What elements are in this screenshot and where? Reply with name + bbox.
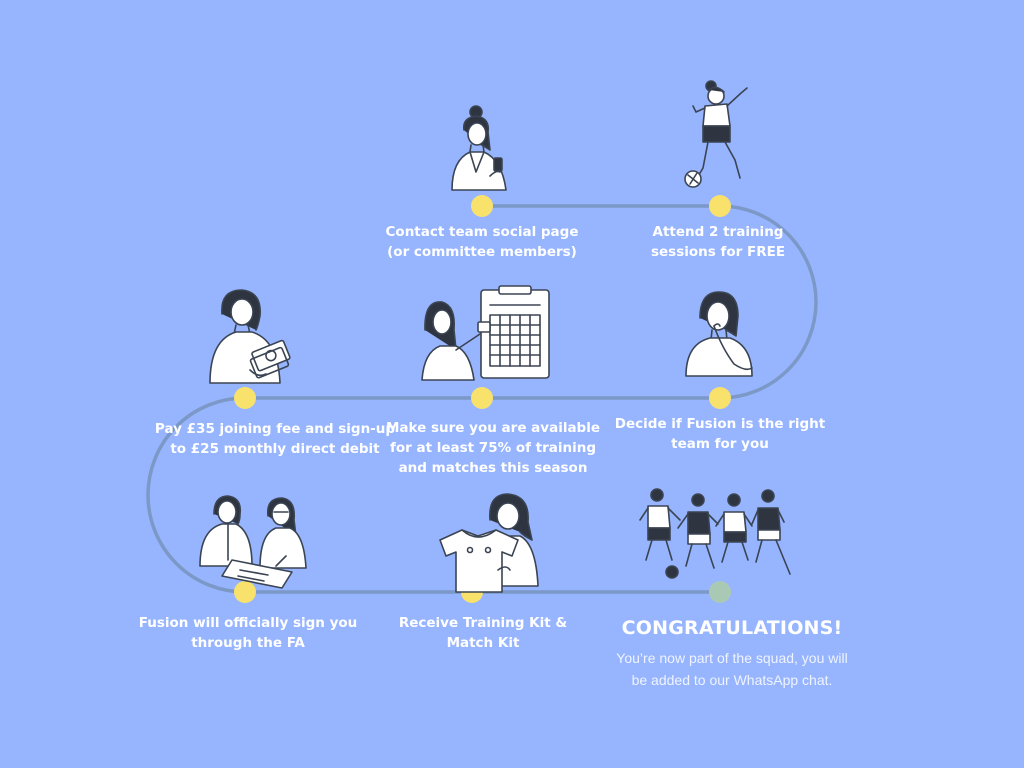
step-label-6: Fusion will officially sign you through … [138, 615, 358, 651]
step-dot-2 [709, 195, 731, 217]
step-dot-3 [709, 387, 731, 409]
girl-kicking-ball-icon [684, 80, 748, 188]
people-signing-document-icon [199, 495, 307, 589]
step-dot-1 [471, 195, 493, 217]
step-label-5: Pay £35 joining fee and sign-up to £25 m… [154, 421, 396, 457]
step-label-7: Receive Training Kit & Match Kit [398, 615, 568, 651]
woman-with-phone-icon [451, 105, 507, 191]
congratulations-title: CONGRATULATIONS! [621, 617, 843, 639]
step-label-2: Attend 2 training sessions for FREE [650, 224, 786, 260]
congratulations-message: You’re now part of the squad, you will b… [616, 650, 848, 688]
step-label-3: Decide if Fusion is the right team for y… [614, 416, 826, 452]
step-label-1: Contact team social page (or committee m… [385, 224, 579, 260]
step-dot-5 [234, 387, 256, 409]
step-dot-6 [234, 581, 256, 603]
step-label-4: Make sure you are available for at least… [385, 420, 601, 476]
woman-with-calendar-icon [421, 285, 550, 381]
woman-holding-kit-icon [439, 493, 539, 593]
thinking-woman-icon [685, 291, 753, 377]
woman-with-money-icon [209, 289, 291, 384]
step-dot-4 [471, 387, 493, 409]
step-dot-final [709, 581, 731, 603]
team-players-icon [639, 488, 791, 579]
